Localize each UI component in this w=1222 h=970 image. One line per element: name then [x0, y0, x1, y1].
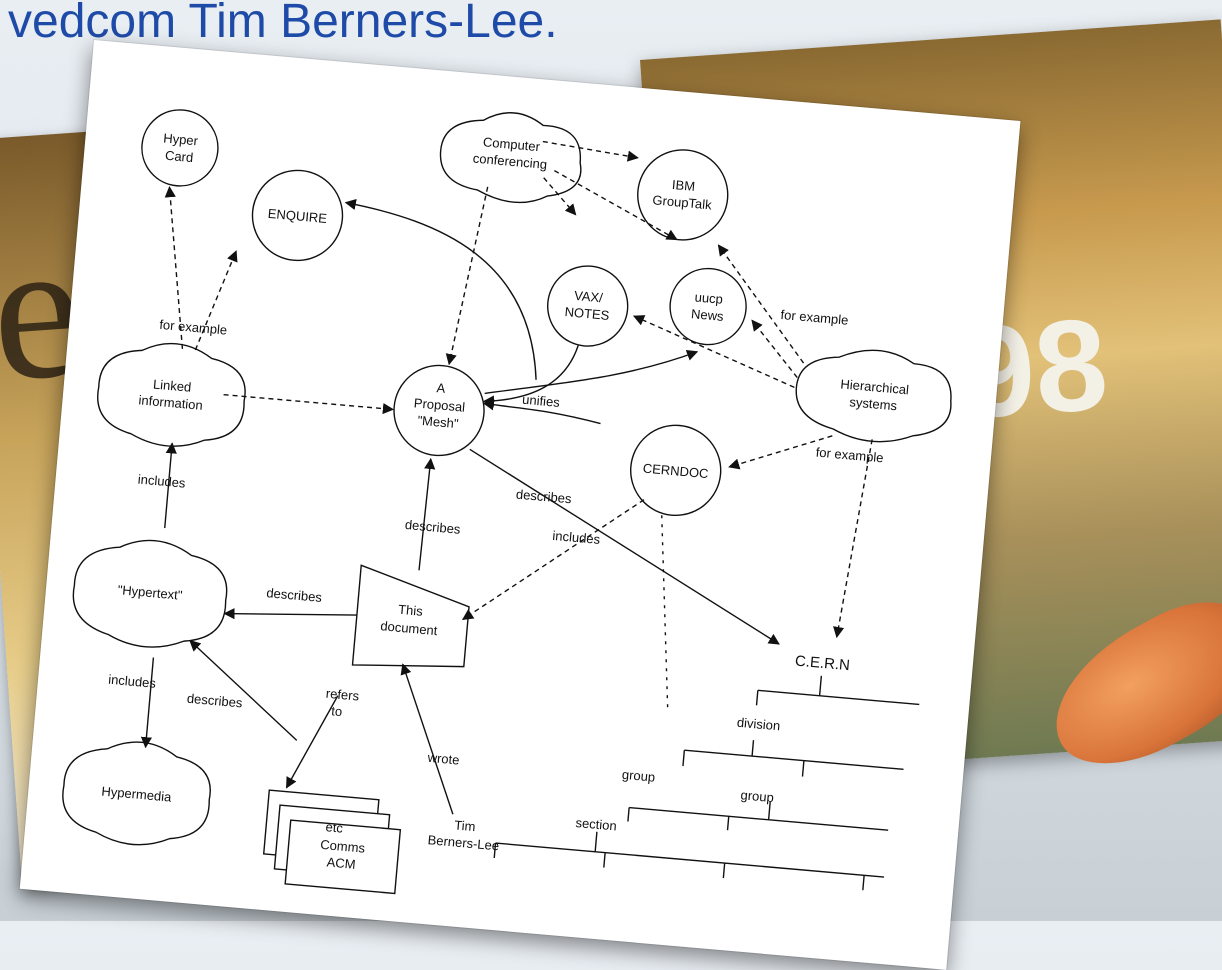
node-vax-line1: VAX/ [574, 288, 604, 305]
edge-label-for-example-1: for example [780, 307, 849, 328]
edge-label-unifies: unifies [522, 392, 561, 410]
node-enquire: ENQUIRE [267, 206, 328, 226]
vax-node [546, 265, 629, 347]
edge-label-describes-3: describes [266, 585, 323, 605]
node-cern: C.E.R.N [794, 652, 850, 674]
node-comms-line2: ACM [326, 854, 356, 871]
proposal-node [393, 364, 485, 457]
hypertext-cloud [72, 539, 228, 648]
linked-information-cloud [97, 342, 246, 447]
edge-label-for-example-3: for example [159, 317, 228, 338]
doc-stack-front [284, 819, 402, 895]
node-hypertext: "Hypertext" [117, 582, 183, 603]
node-labels: Hyper Card ENQUIRE Computer conferencing… [101, 130, 910, 871]
enquire-node [251, 169, 344, 262]
slide-title: vedcom Tim Berners-Lee. [8, 0, 558, 48]
uucp-node [669, 267, 747, 346]
document-node [351, 564, 470, 668]
node-hierarchical-line1: Hierarchical [840, 376, 910, 397]
edge-label-describes-2: describes [404, 517, 461, 537]
diagram-paper: Hyper Card ENQUIRE Computer conferencing… [19, 40, 1021, 970]
node-tim-line2: Berners-Lee [427, 832, 500, 853]
node-uucp-line2: News [691, 306, 725, 324]
node-comms-line1: Comms [320, 837, 366, 856]
ibm-node [637, 149, 729, 241]
node-proposal-line2: Proposal [413, 395, 466, 414]
node-vax-line2: NOTES [564, 304, 610, 323]
node-computer-conf-line1: Computer [482, 134, 541, 154]
tree-label-section: section [575, 815, 617, 834]
edge-label-refers-line1: refers [325, 686, 360, 704]
edge-label-for-example-2: for example [815, 445, 884, 466]
tree-label-group-2: group [740, 787, 774, 805]
edge-label-describes-4: describes [186, 691, 243, 711]
node-proposal-line3: "Mesh" [417, 413, 460, 432]
hypercard-node [141, 109, 219, 187]
edge-label-includes-1: includes [552, 528, 601, 547]
node-hierarchical-line2: systems [849, 394, 898, 413]
tree-label-division: division [736, 715, 781, 734]
node-document-line2: document [380, 618, 439, 638]
edge-labels: for example for example for example unif… [108, 307, 884, 834]
node-uucp-line1: uucp [694, 289, 723, 306]
node-tim-line1: Tim [454, 817, 476, 834]
tree-label-group-1: group [621, 767, 655, 785]
node-hypermedia: Hypermedia [101, 784, 173, 805]
cerndoc-node [630, 424, 722, 517]
node-ibm-line2: GroupTalk [652, 192, 713, 212]
hand-image [1029, 579, 1222, 792]
node-proposal-line1: A [436, 380, 446, 396]
node-computer-conf-line2: conferencing [472, 151, 547, 172]
node-linked-line2: information [138, 392, 203, 413]
edge-label-wrote: wrote [426, 750, 460, 768]
computer-conferencing-cloud [439, 112, 582, 204]
node-hypercard-line1: Hyper [163, 130, 200, 148]
node-document-line1: This [398, 602, 424, 619]
node-linked-line1: Linked [152, 376, 191, 394]
node-ibm-line1: IBM [671, 177, 695, 194]
edge-label-includes-2: includes [137, 472, 186, 491]
edge-label-refers-line2: to [331, 703, 343, 719]
edge-label-describes-1: describes [515, 487, 572, 507]
hierarchical-cloud [795, 349, 952, 443]
node-cerndoc: CERNDOC [642, 460, 709, 481]
edge-label-includes-3: includes [108, 672, 157, 691]
node-etc: etc [325, 819, 344, 835]
node-hypercard-line2: Card [164, 148, 193, 165]
mesh-diagram: Hyper Card ENQUIRE Computer conferencing… [62, 109, 952, 895]
hypermedia-cloud [62, 741, 211, 846]
